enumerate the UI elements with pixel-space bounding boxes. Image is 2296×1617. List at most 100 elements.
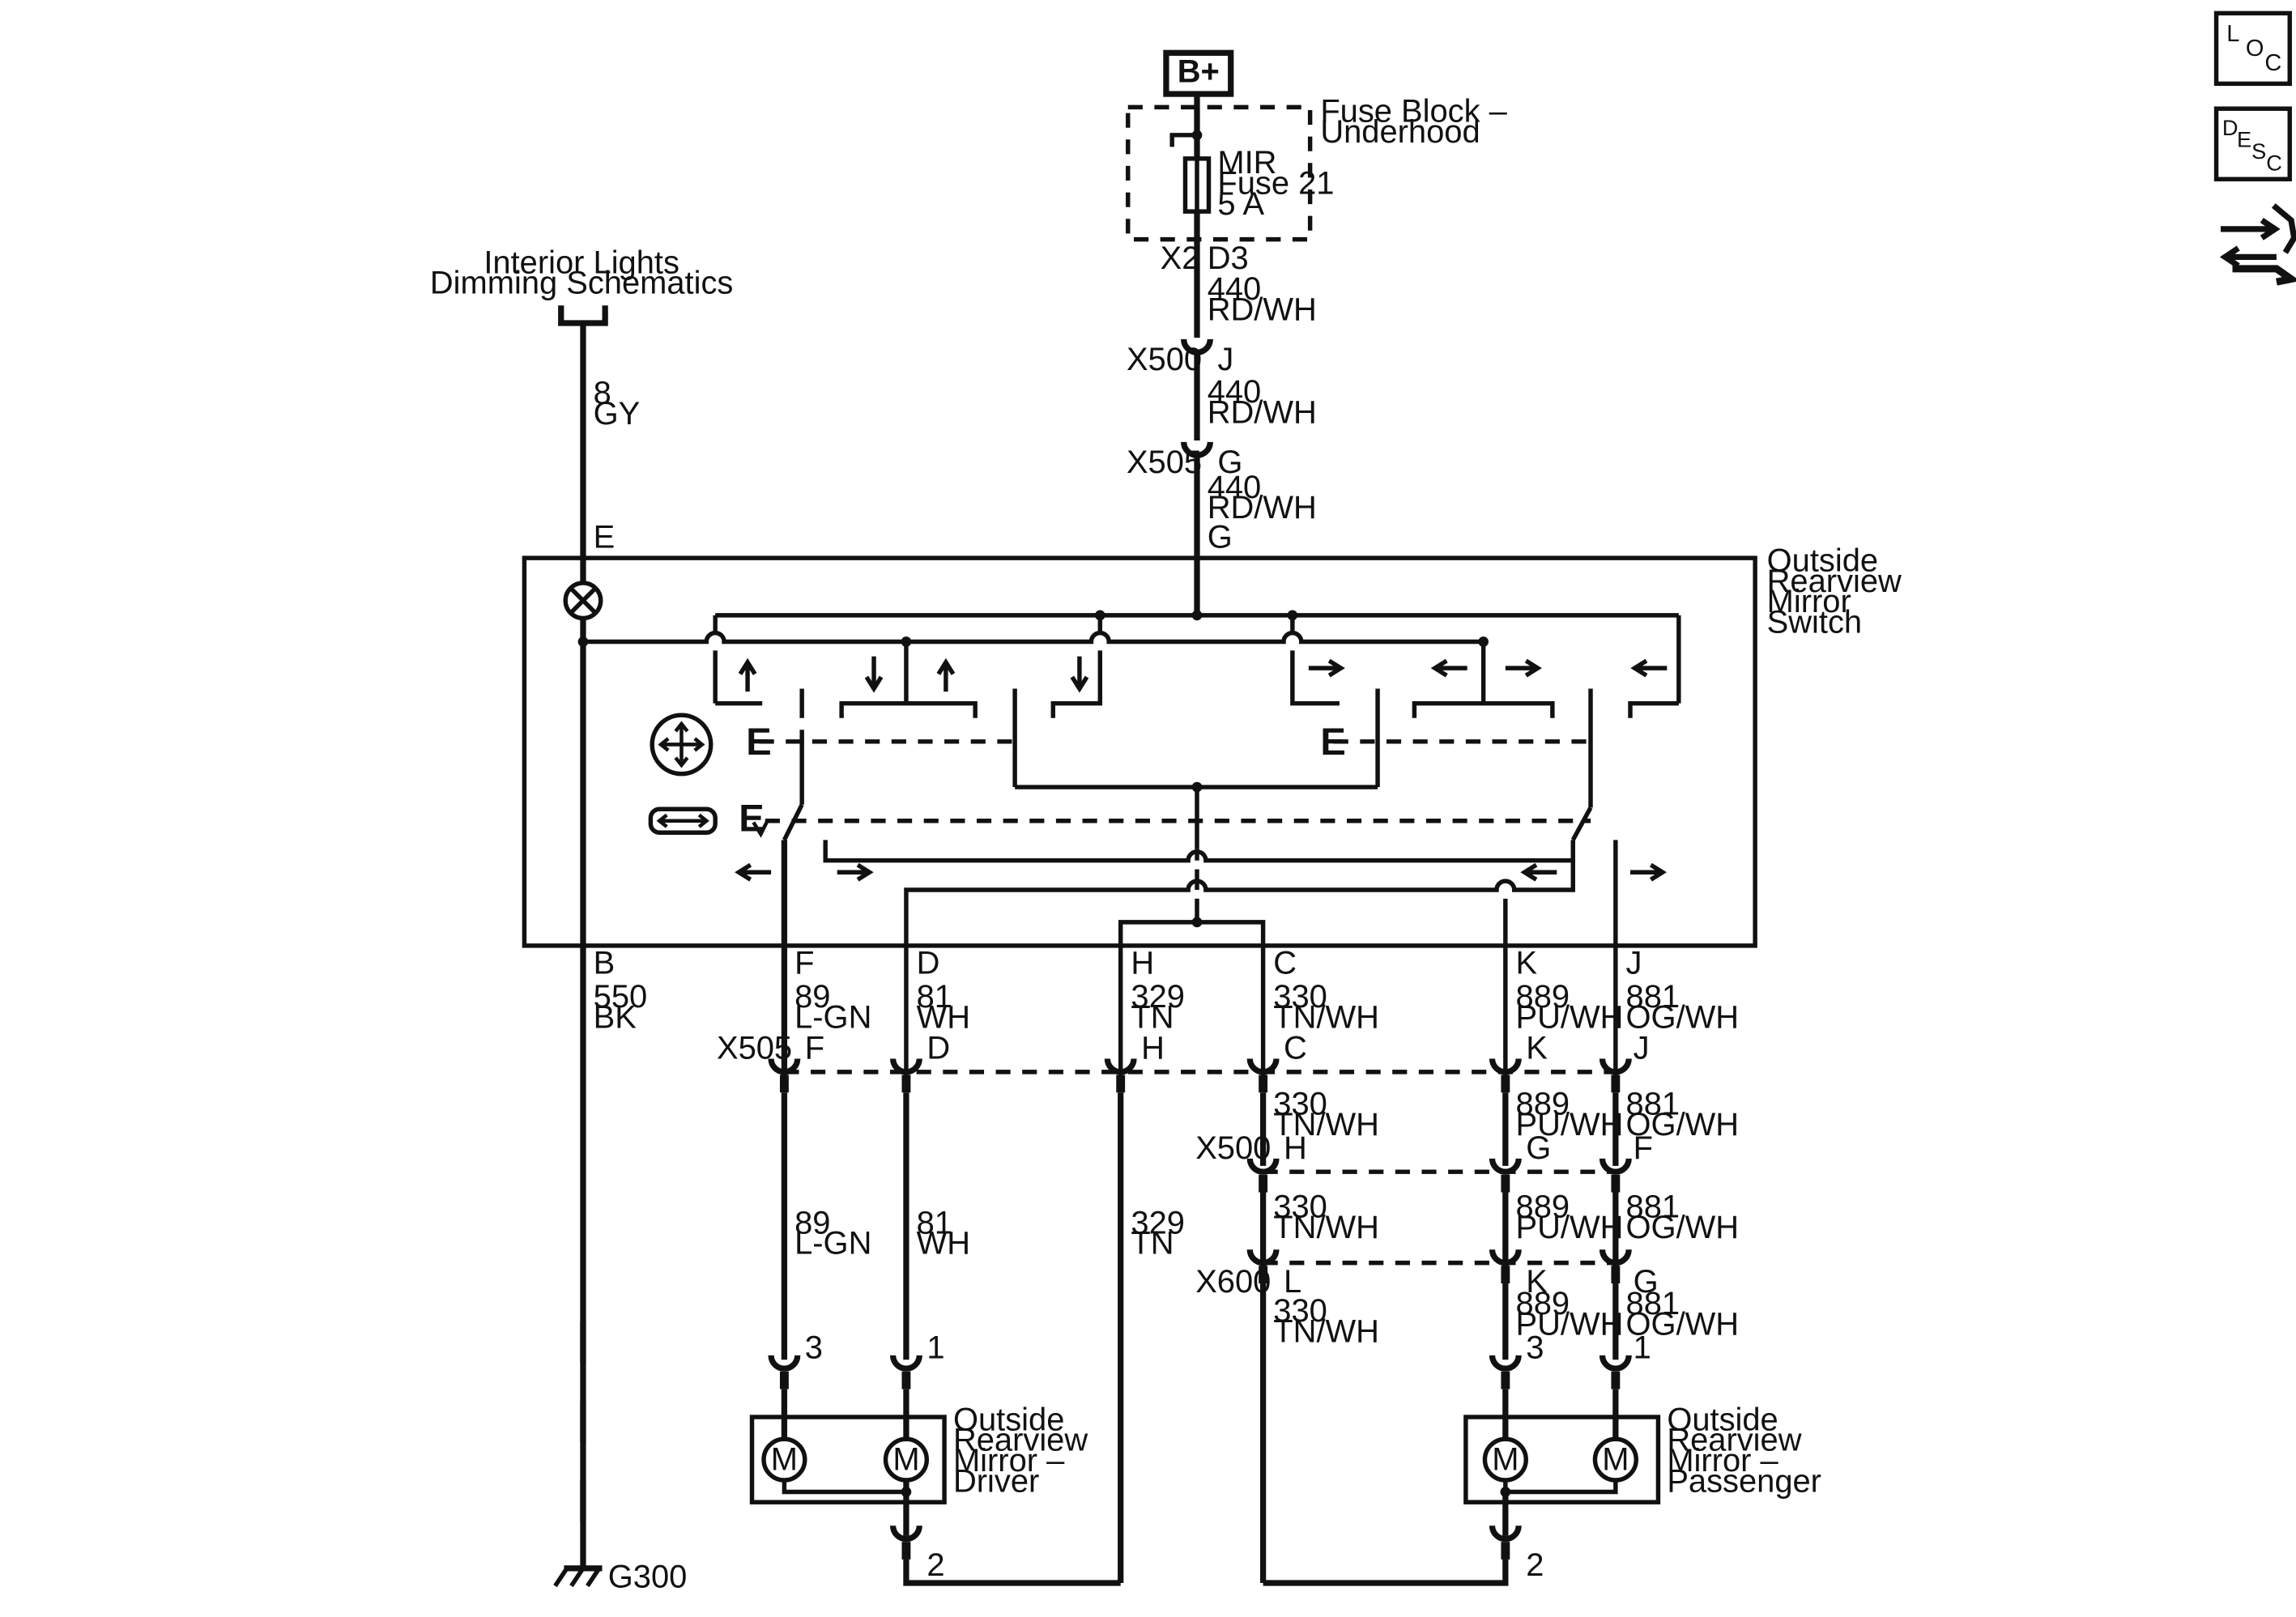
desc-button[interactable]: D E S C [2213, 106, 2292, 181]
text-line: 550 [594, 979, 648, 1015]
x505-pin-j: J [1634, 1031, 1650, 1066]
connector-cup [1104, 1058, 1137, 1075]
connector-cup [1599, 1058, 1632, 1075]
connector-cup [1246, 1158, 1280, 1175]
connector-pin [1501, 1174, 1510, 1193]
connector-cup [1599, 1249, 1632, 1266]
switch-pin-e: E [594, 519, 616, 555]
b-plus-label: B+ [1178, 54, 1220, 90]
pin-f: F [794, 945, 814, 981]
x505-pin-d: D [926, 1031, 950, 1066]
connector-cup [1599, 1355, 1632, 1372]
x505-label-top: X505 [1127, 445, 1202, 480]
text-line: Fuse Block – [1320, 94, 1507, 130]
passenger-motor-1-label: M [1492, 1441, 1519, 1477]
pin-h: H [1131, 945, 1154, 981]
x505-pin-h: H [1141, 1031, 1165, 1066]
fuse-block [1126, 104, 1313, 242]
pin-k: K [1516, 945, 1538, 981]
selector-icon [648, 806, 718, 835]
text-line: Dimming Schematics [430, 266, 733, 301]
text-line: Fuse 21 [1217, 165, 1334, 201]
connector-cup [1489, 1158, 1522, 1175]
fuse-pin-d3: D3 [1208, 240, 1249, 276]
x505-pin-g: G [1217, 445, 1242, 480]
x500-label-top: X500 [1127, 342, 1202, 377]
text-line: 889 [1516, 1286, 1570, 1321]
selector-e-right: E [1320, 720, 1345, 763]
text-line: RD/WH [1208, 394, 1317, 430]
text-line: 5 A [1217, 186, 1264, 222]
x600-row-label: X600 [1195, 1264, 1271, 1300]
text-line: TN/WH [1273, 1314, 1379, 1350]
connector-cup [768, 1058, 801, 1075]
x500-connectors [1246, 1158, 1632, 1193]
text-line: MIR [1217, 145, 1276, 181]
text-line: GY [594, 396, 641, 432]
text-line: 881 [1626, 979, 1680, 1015]
x505-row-label: X505 [717, 1031, 792, 1066]
text-line: 89 [794, 979, 830, 1015]
loc-button[interactable]: L O C [2213, 11, 2292, 87]
driver-motor-2-label: M [892, 1441, 919, 1477]
text-line: OG/WH [1626, 1107, 1740, 1143]
text-line: PU/WH [1516, 1306, 1624, 1342]
text-line: 889 [1516, 1086, 1570, 1121]
text-line: TN [1131, 999, 1174, 1035]
text-line: 330 [1273, 1189, 1327, 1224]
connector-cup [1489, 1058, 1522, 1075]
text-line: Outside [1667, 1402, 1778, 1437]
desc-letter-c: C [2266, 150, 2282, 175]
text-line: 881 [1626, 1286, 1680, 1321]
text-line: Outside [1767, 543, 1878, 578]
text-line: TN/WH [1273, 1210, 1379, 1245]
x600-pin-g: G [1634, 1264, 1659, 1300]
text-line: RD/WH [1208, 490, 1317, 526]
connector-cup [889, 1525, 922, 1543]
fuse-block-label: Fuse Block –Underhood [1320, 94, 1507, 150]
switch-pin-g: G [1208, 519, 1233, 555]
text-line: 8 [594, 376, 611, 411]
text-line: TN/WH [1273, 1107, 1379, 1143]
text-line: 881 [1626, 1086, 1680, 1121]
x500-row-label: X500 [1195, 1130, 1271, 1166]
text-line: L-GN [794, 999, 871, 1035]
text-line: 329 [1131, 1205, 1185, 1240]
connector-pin [779, 1074, 789, 1093]
text-line: 881 [1626, 1189, 1680, 1224]
connector-cup [768, 1355, 801, 1372]
loc-letter-l: L [2226, 21, 2239, 47]
wrench-arrows-icon[interactable] [2219, 203, 2296, 286]
text-line: 81 [917, 1205, 952, 1240]
text-line: WH [917, 999, 970, 1035]
text-line: 330 [1273, 1086, 1327, 1121]
x600-pin-l: L [1284, 1264, 1301, 1300]
text-line: Mirror – [953, 1443, 1065, 1479]
text-line: PU/WH [1516, 1107, 1624, 1143]
x500-pin-h: H [1284, 1130, 1307, 1166]
connector-cup [1489, 1355, 1522, 1372]
desc-letter-e: E [2237, 126, 2251, 151]
connector-pin [901, 1542, 911, 1560]
text-line: 81 [917, 979, 952, 1015]
connector-pin [1611, 1266, 1621, 1283]
text-line: Mirror – [1667, 1443, 1778, 1479]
text-line: OG/WH [1626, 1306, 1740, 1342]
